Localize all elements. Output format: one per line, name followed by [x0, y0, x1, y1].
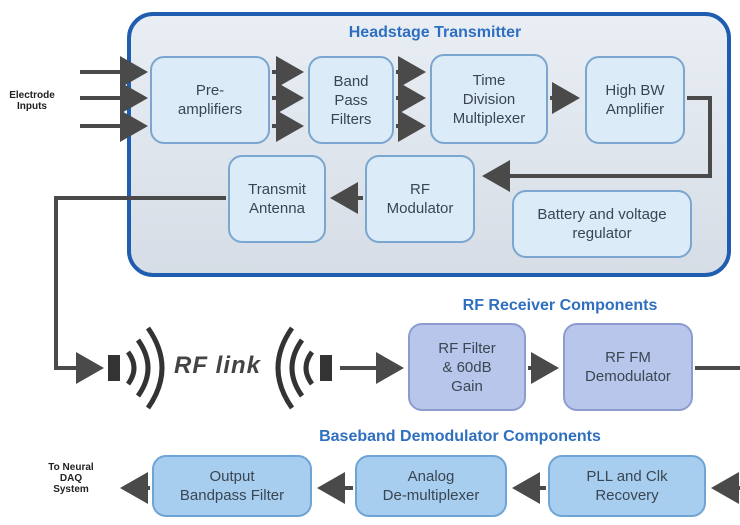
pll-clk-recovery-block: PLL and Clk Recovery — [548, 455, 706, 517]
headstage-title: Headstage Transmitter — [348, 24, 522, 41]
rx-wave-icon — [275, 326, 315, 410]
rf-modulator-block: RF Modulator — [365, 155, 475, 243]
tdm-block: Time Division Multiplexer — [430, 54, 548, 144]
baseband-title: Baseband Demodulator Components — [319, 428, 601, 445]
to-neural-daq-label: To Neural DAQ System — [48, 462, 94, 495]
rx-antenna-icon — [320, 355, 332, 381]
output-bandpass-filter-block: Output Bandpass Filter — [152, 455, 312, 517]
battery-regulator-block: Battery and voltage regulator — [512, 190, 692, 258]
rf-receiver-title: RF Receiver Components — [462, 297, 658, 314]
amp-modulator-arrow — [482, 96, 712, 192]
preamplifiers-block: Pre- amplifiers — [150, 56, 270, 144]
antenna-link-arrow — [54, 196, 226, 384]
high-bw-amplifier-block: High BW Amplifier — [585, 56, 685, 144]
rf-link-label: RF link — [174, 352, 262, 379]
analog-demultiplexer-block: Analog De-multiplexer — [355, 455, 507, 517]
rf-filter-gain-block: RF Filter & 60dB Gain — [408, 323, 526, 411]
tx-wave-icon — [125, 326, 165, 410]
rf-fm-demodulator-block: RF FM Demodulator — [563, 323, 693, 411]
bandpass-filters-block: Band Pass Filters — [308, 56, 394, 144]
transmit-antenna-block: Transmit Antenna — [228, 155, 326, 243]
electrode-inputs-label: Electrode Inputs — [9, 90, 55, 112]
tx-antenna-icon — [108, 355, 120, 381]
